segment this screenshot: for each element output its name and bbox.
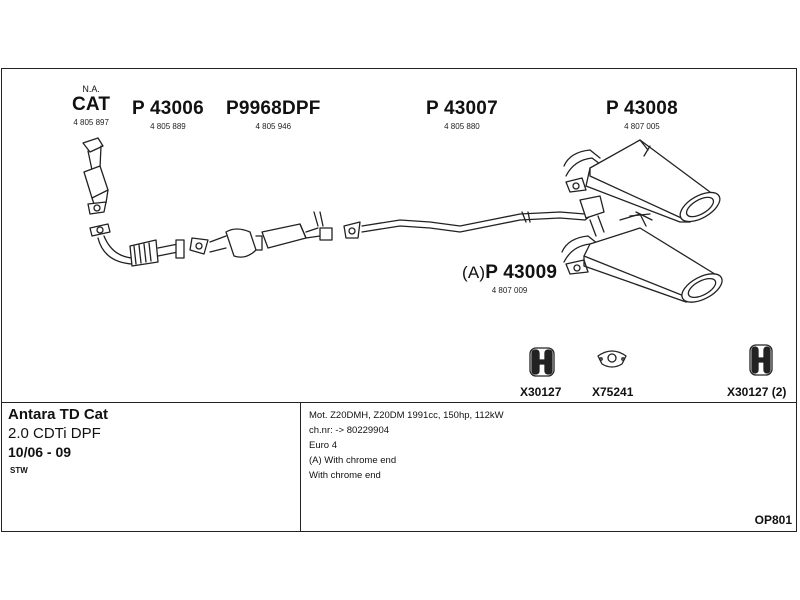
info-divider xyxy=(300,403,301,531)
part-label-p43008: P 43008 4 807 005 xyxy=(606,98,678,131)
part-note: N.A. xyxy=(82,84,100,94)
dpf-unit-drawing xyxy=(189,211,333,258)
part-number: 4 807 005 xyxy=(624,122,660,131)
rubber-hanger-icon xyxy=(749,344,773,376)
vehicle-engine: 2.0 CDTi DPF xyxy=(8,425,101,442)
diagram-reference: OP801 xyxy=(754,513,792,527)
part-label-p43007: P 43007 4 805 880 xyxy=(426,98,498,131)
note-line: (A) With chrome end xyxy=(309,455,397,466)
note-line: Euro 4 xyxy=(309,440,337,451)
flange-gasket-icon xyxy=(597,350,627,368)
note-line: With chrome end xyxy=(309,470,381,481)
rubber-hanger-icon xyxy=(529,347,555,377)
catalyst-part-drawing xyxy=(82,137,109,215)
part-code: P9968DPF xyxy=(226,98,321,119)
part-number: 4 805 897 xyxy=(73,118,109,127)
accessory-label: X30127 xyxy=(520,385,562,399)
part-code: P 43008 xyxy=(606,98,678,119)
vehicle-info: Antara TD Cat 2.0 CDTi DPF 10/06 - 09 ST… xyxy=(8,406,108,475)
part-number: 4 807 009 xyxy=(491,286,528,295)
fitment-notes: Mot. Z20DMH, Z20DM 1991cc, 150hp, 112kW … xyxy=(309,408,504,483)
vehicle-years: 10/06 - 09 xyxy=(8,444,72,460)
part-code: P 43006 xyxy=(132,98,204,119)
diagram-frame xyxy=(1,68,797,532)
rear-silencer-upper-drawing xyxy=(563,139,721,223)
part-label-p43009: (A)P 43009 4 807 009 xyxy=(462,262,557,295)
part-code: P 43009 xyxy=(485,262,558,283)
section-divider xyxy=(1,402,797,403)
part-label-p9968dpf: P9968DPF 4 805 946 xyxy=(226,98,321,131)
part-number: 4 805 889 xyxy=(150,122,186,131)
accessory-label: X75241 xyxy=(592,385,634,399)
part-prefix: (A) xyxy=(462,263,486,282)
rear-silencer-lower-drawing xyxy=(561,213,723,303)
mid-pipe-drawing xyxy=(343,195,605,239)
part-label-cat: N.A. CAT 4 805 897 xyxy=(72,84,110,127)
accessory-label: X30127 (2) xyxy=(727,385,787,399)
part-number: 4 805 880 xyxy=(444,122,480,131)
part-number: 4 805 946 xyxy=(255,122,292,131)
note-line: ch.nr: -> 80229904 xyxy=(309,425,390,436)
part-label-p43006: P 43006 4 805 889 xyxy=(132,98,204,131)
front-pipe-drawing xyxy=(89,223,185,267)
note-line: Mot. Z20DMH, Z20DM 1991cc, 150hp, 112kW xyxy=(309,410,504,421)
vehicle-model: Antara TD Cat xyxy=(8,406,109,423)
part-code: P 43007 xyxy=(426,98,498,119)
part-code: CAT xyxy=(72,94,111,115)
vehicle-body: STW xyxy=(10,466,28,475)
